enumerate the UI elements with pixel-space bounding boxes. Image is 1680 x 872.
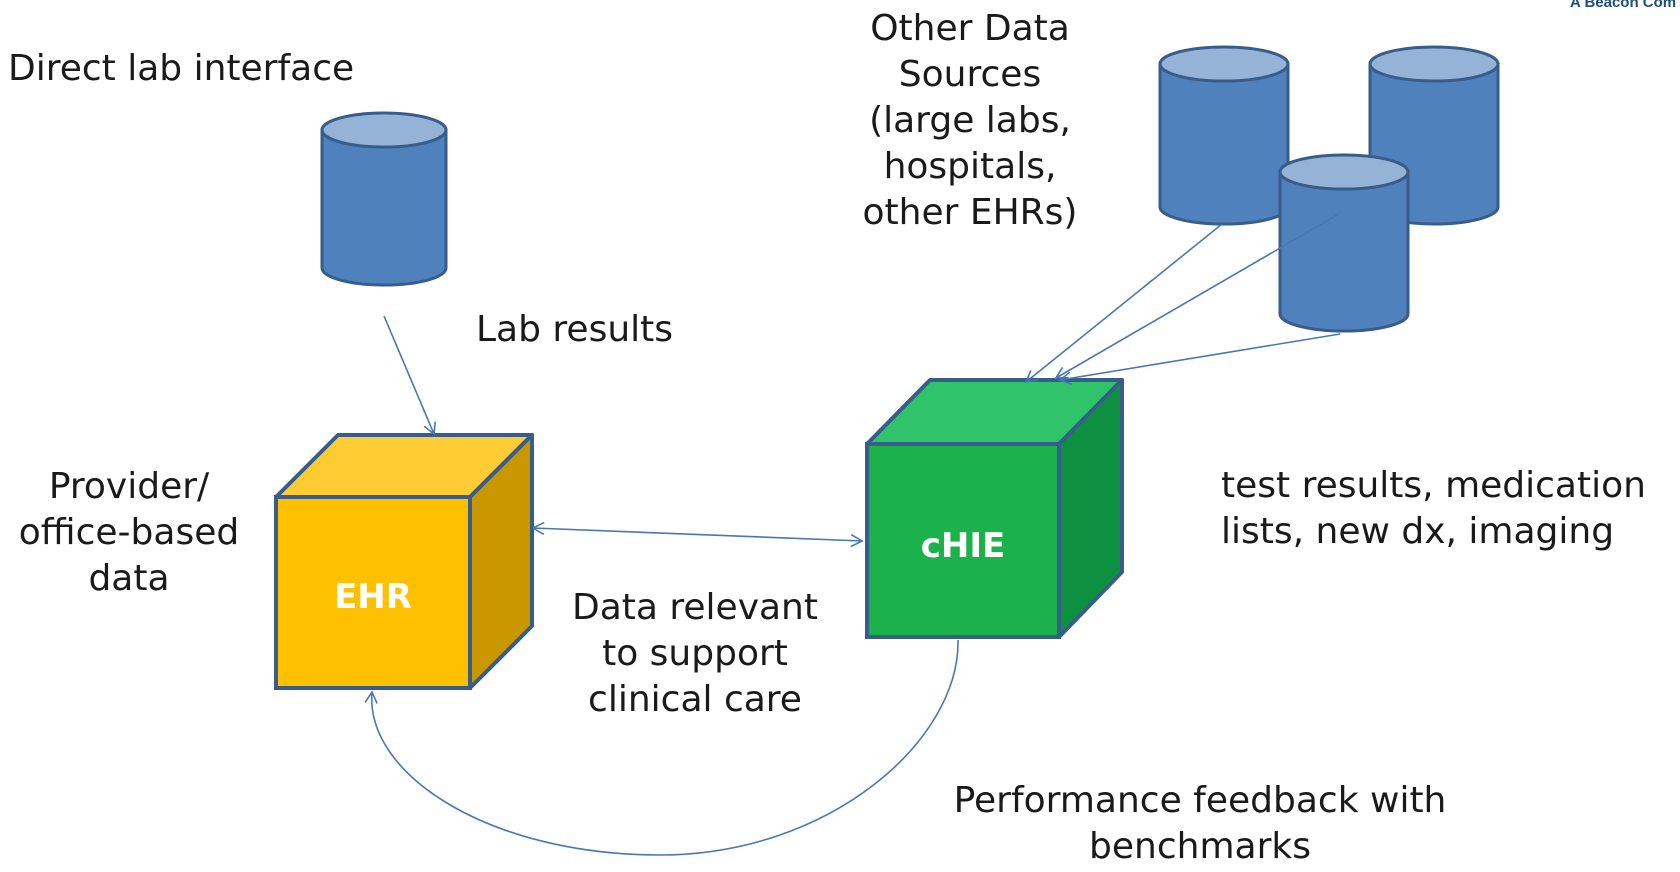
ehr-cube: EHR	[274, 433, 534, 690]
lab-results-label: Lab results	[476, 309, 674, 350]
feedback-loop-arrow	[364, 639, 959, 856]
source3-to-chie-arrow	[1054, 214, 1338, 379]
chie-cube: cHIE	[865, 378, 1124, 639]
other-data-sources-label: Other Data Sources (large labs, hospital…	[862, 8, 1078, 233]
data-source-database-icon-3	[1278, 153, 1410, 333]
data-source-database-icon-1	[1158, 45, 1290, 226]
corner-logo: A Beacon Com	[1570, 0, 1677, 11]
performance-feedback-label: Performance feedback with benchmarks	[953, 780, 1447, 867]
test-results-label: test results, medication lists, new dx, …	[1221, 465, 1646, 552]
provider-data-label: Provider/ office-based data	[18, 466, 240, 599]
lab-to-ehr-arrow	[383, 315, 437, 436]
data-relevant-label: Data relevant to support clinical care	[571, 587, 818, 720]
direct-lab-interface-label: Direct lab interface	[8, 48, 355, 89]
source2-to-chie-arrow	[1058, 333, 1341, 385]
chie-label: cHIE	[921, 526, 1006, 566]
source1-to-chie-arrow	[1024, 223, 1223, 384]
direct-lab-database-icon	[320, 111, 448, 287]
ehr-chie-bidirectional-arrow	[531, 521, 864, 548]
ehr-label: EHR	[334, 577, 412, 617]
